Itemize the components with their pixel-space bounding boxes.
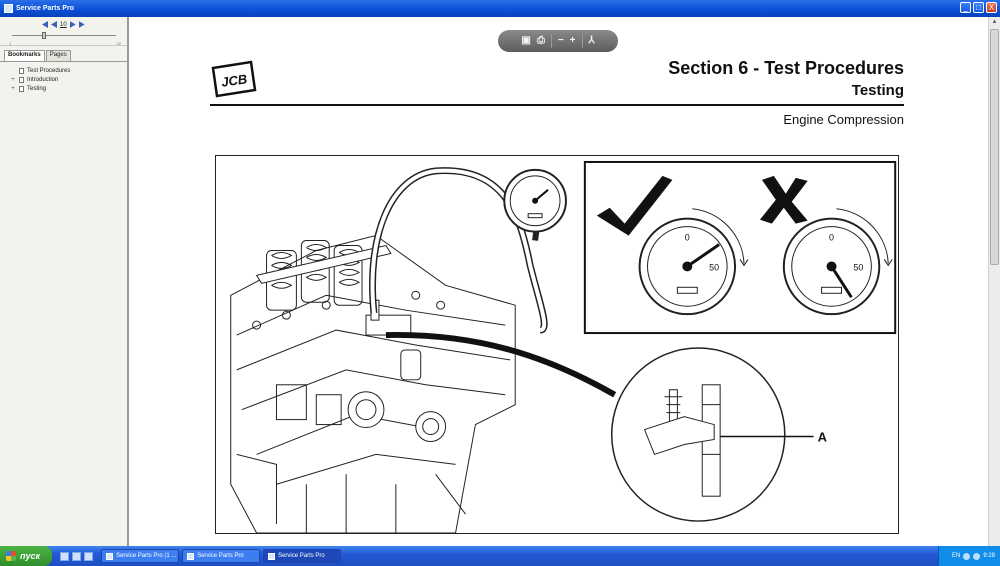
print-icon[interactable]: ⎙ (536, 35, 545, 46)
maximize-button[interactable]: □ (973, 2, 984, 13)
windows-logo-icon (6, 551, 16, 561)
callout-label: A (818, 429, 827, 444)
toolbar-divider (581, 34, 583, 48)
desktop-icon[interactable] (60, 551, 70, 561)
taskbar-item-active[interactable]: Service Parts Pro (263, 549, 342, 563)
compression-test-figure: 0 50 0 50 A (215, 155, 899, 534)
gauge-zero-label: 0 (685, 233, 690, 243)
first-page-icon[interactable] (42, 21, 48, 28)
taskbar-item[interactable]: Service Parts Pro (182, 549, 261, 563)
tree-item-testing[interactable]: + Testing (10, 84, 127, 93)
slider-min-label: 1 (9, 41, 12, 46)
engine-block-illustration (230, 235, 516, 533)
taskbar-item-label: Service Parts Pro (278, 553, 325, 559)
next-page-icon[interactable] (69, 21, 76, 28)
cross-mark-icon (759, 175, 808, 224)
page-number[interactable]: 10 (60, 21, 67, 28)
taskbar-item-label: Service Parts Pro (1 ... (116, 553, 177, 559)
page-slider-thumb[interactable] (42, 32, 46, 39)
tab-pages[interactable]: Pages (45, 50, 71, 61)
system-tray: EN 9:28 (938, 546, 1000, 566)
vertical-scrollbar[interactable]: ▲ (988, 17, 1000, 546)
app-icon (4, 4, 13, 13)
page-icon (19, 76, 24, 83)
browser-icon[interactable] (72, 551, 82, 561)
media-icon[interactable] (84, 551, 94, 561)
tree-item-label: Test Procedures (27, 67, 71, 74)
topic-title: Engine Compression (783, 112, 904, 127)
clock[interactable]: 9:28 (983, 553, 995, 559)
page-icon (19, 67, 24, 74)
previous-page-icon[interactable] (51, 21, 57, 28)
section-title: Section 6 - Test Procedures (668, 58, 904, 78)
window-title: Service Parts Pro (16, 5, 74, 12)
save-icon[interactable]: ▣ (521, 35, 531, 46)
app-icon (187, 552, 195, 560)
window-titlebar: Service Parts Pro _ □ X (0, 0, 1000, 17)
app-icon (106, 552, 114, 560)
slider-max-label: 32 (116, 41, 121, 46)
detail-circle: A (610, 347, 827, 522)
jcb-logo: JCB (211, 60, 257, 98)
window-controls: _ □ X (960, 2, 997, 13)
floating-toolbar: ▣ ⎙ − + ⅄ (498, 30, 618, 52)
navigation-panel: 10 1 32 Bookmarks Pages Test Procedures … (0, 17, 129, 546)
tree-expander[interactable]: + (11, 85, 15, 92)
subsection-title: Testing (851, 82, 904, 99)
tree-item-introduction[interactable]: + Introduction (10, 75, 127, 84)
tree-expander[interactable]: + (11, 76, 15, 83)
gauge-zero-label: 0 (829, 233, 834, 243)
scroll-up-icon[interactable]: ▲ (991, 19, 998, 25)
taskbar-item[interactable]: Service Parts Pro (1 ... (101, 549, 180, 563)
taskbar: пуск Service Parts Pro (1 ... Service Pa… (0, 546, 1000, 566)
gauge-fifty-label: 50 (853, 262, 863, 272)
zoom-out-icon[interactable]: − (557, 35, 564, 46)
language-indicator[interactable]: EN (951, 553, 961, 559)
start-label: пуск (20, 551, 41, 561)
tree-item-test-procedures[interactable]: Test Procedures (10, 66, 127, 75)
toolbar-divider (550, 34, 552, 48)
panel-tabs: Bookmarks Pages (0, 46, 127, 62)
bookmark-tree: Test Procedures + Introduction + Testing (0, 62, 127, 93)
gauge-fifty-label: 50 (709, 262, 719, 272)
logo-text: JCB (220, 71, 248, 89)
detail-leader (385, 331, 617, 398)
last-page-icon[interactable] (78, 21, 85, 28)
acrobat-icon[interactable]: ⅄ (588, 35, 595, 46)
page-icon (19, 85, 24, 92)
page-navigator: 10 1 32 (0, 17, 127, 46)
page-nav-buttons: 10 (42, 21, 85, 28)
volume-icon[interactable] (973, 552, 981, 560)
close-button[interactable]: X (986, 2, 997, 13)
page-slider[interactable] (12, 32, 116, 39)
gauge-bad: 0 50 (782, 208, 893, 316)
quick-launch (60, 551, 94, 561)
network-icon[interactable] (963, 552, 971, 560)
check-mark-icon (596, 175, 673, 236)
tree-item-label: Testing (27, 85, 47, 92)
gauge-comparison-inset: 0 50 0 50 (583, 160, 897, 335)
minimize-button[interactable]: _ (960, 2, 971, 13)
start-button[interactable]: пуск (0, 546, 53, 566)
pressure-gauge (503, 168, 567, 233)
zoom-in-icon[interactable]: + (569, 35, 576, 46)
scrollbar-thumb[interactable] (990, 29, 999, 265)
tab-bookmarks[interactable]: Bookmarks (4, 50, 45, 61)
taskbar-item-label: Service Parts Pro (197, 553, 244, 559)
tree-item-label: Introduction (27, 76, 59, 83)
app-icon (268, 552, 276, 560)
header-rule (210, 104, 904, 106)
gauge-good: 0 50 (638, 208, 749, 316)
